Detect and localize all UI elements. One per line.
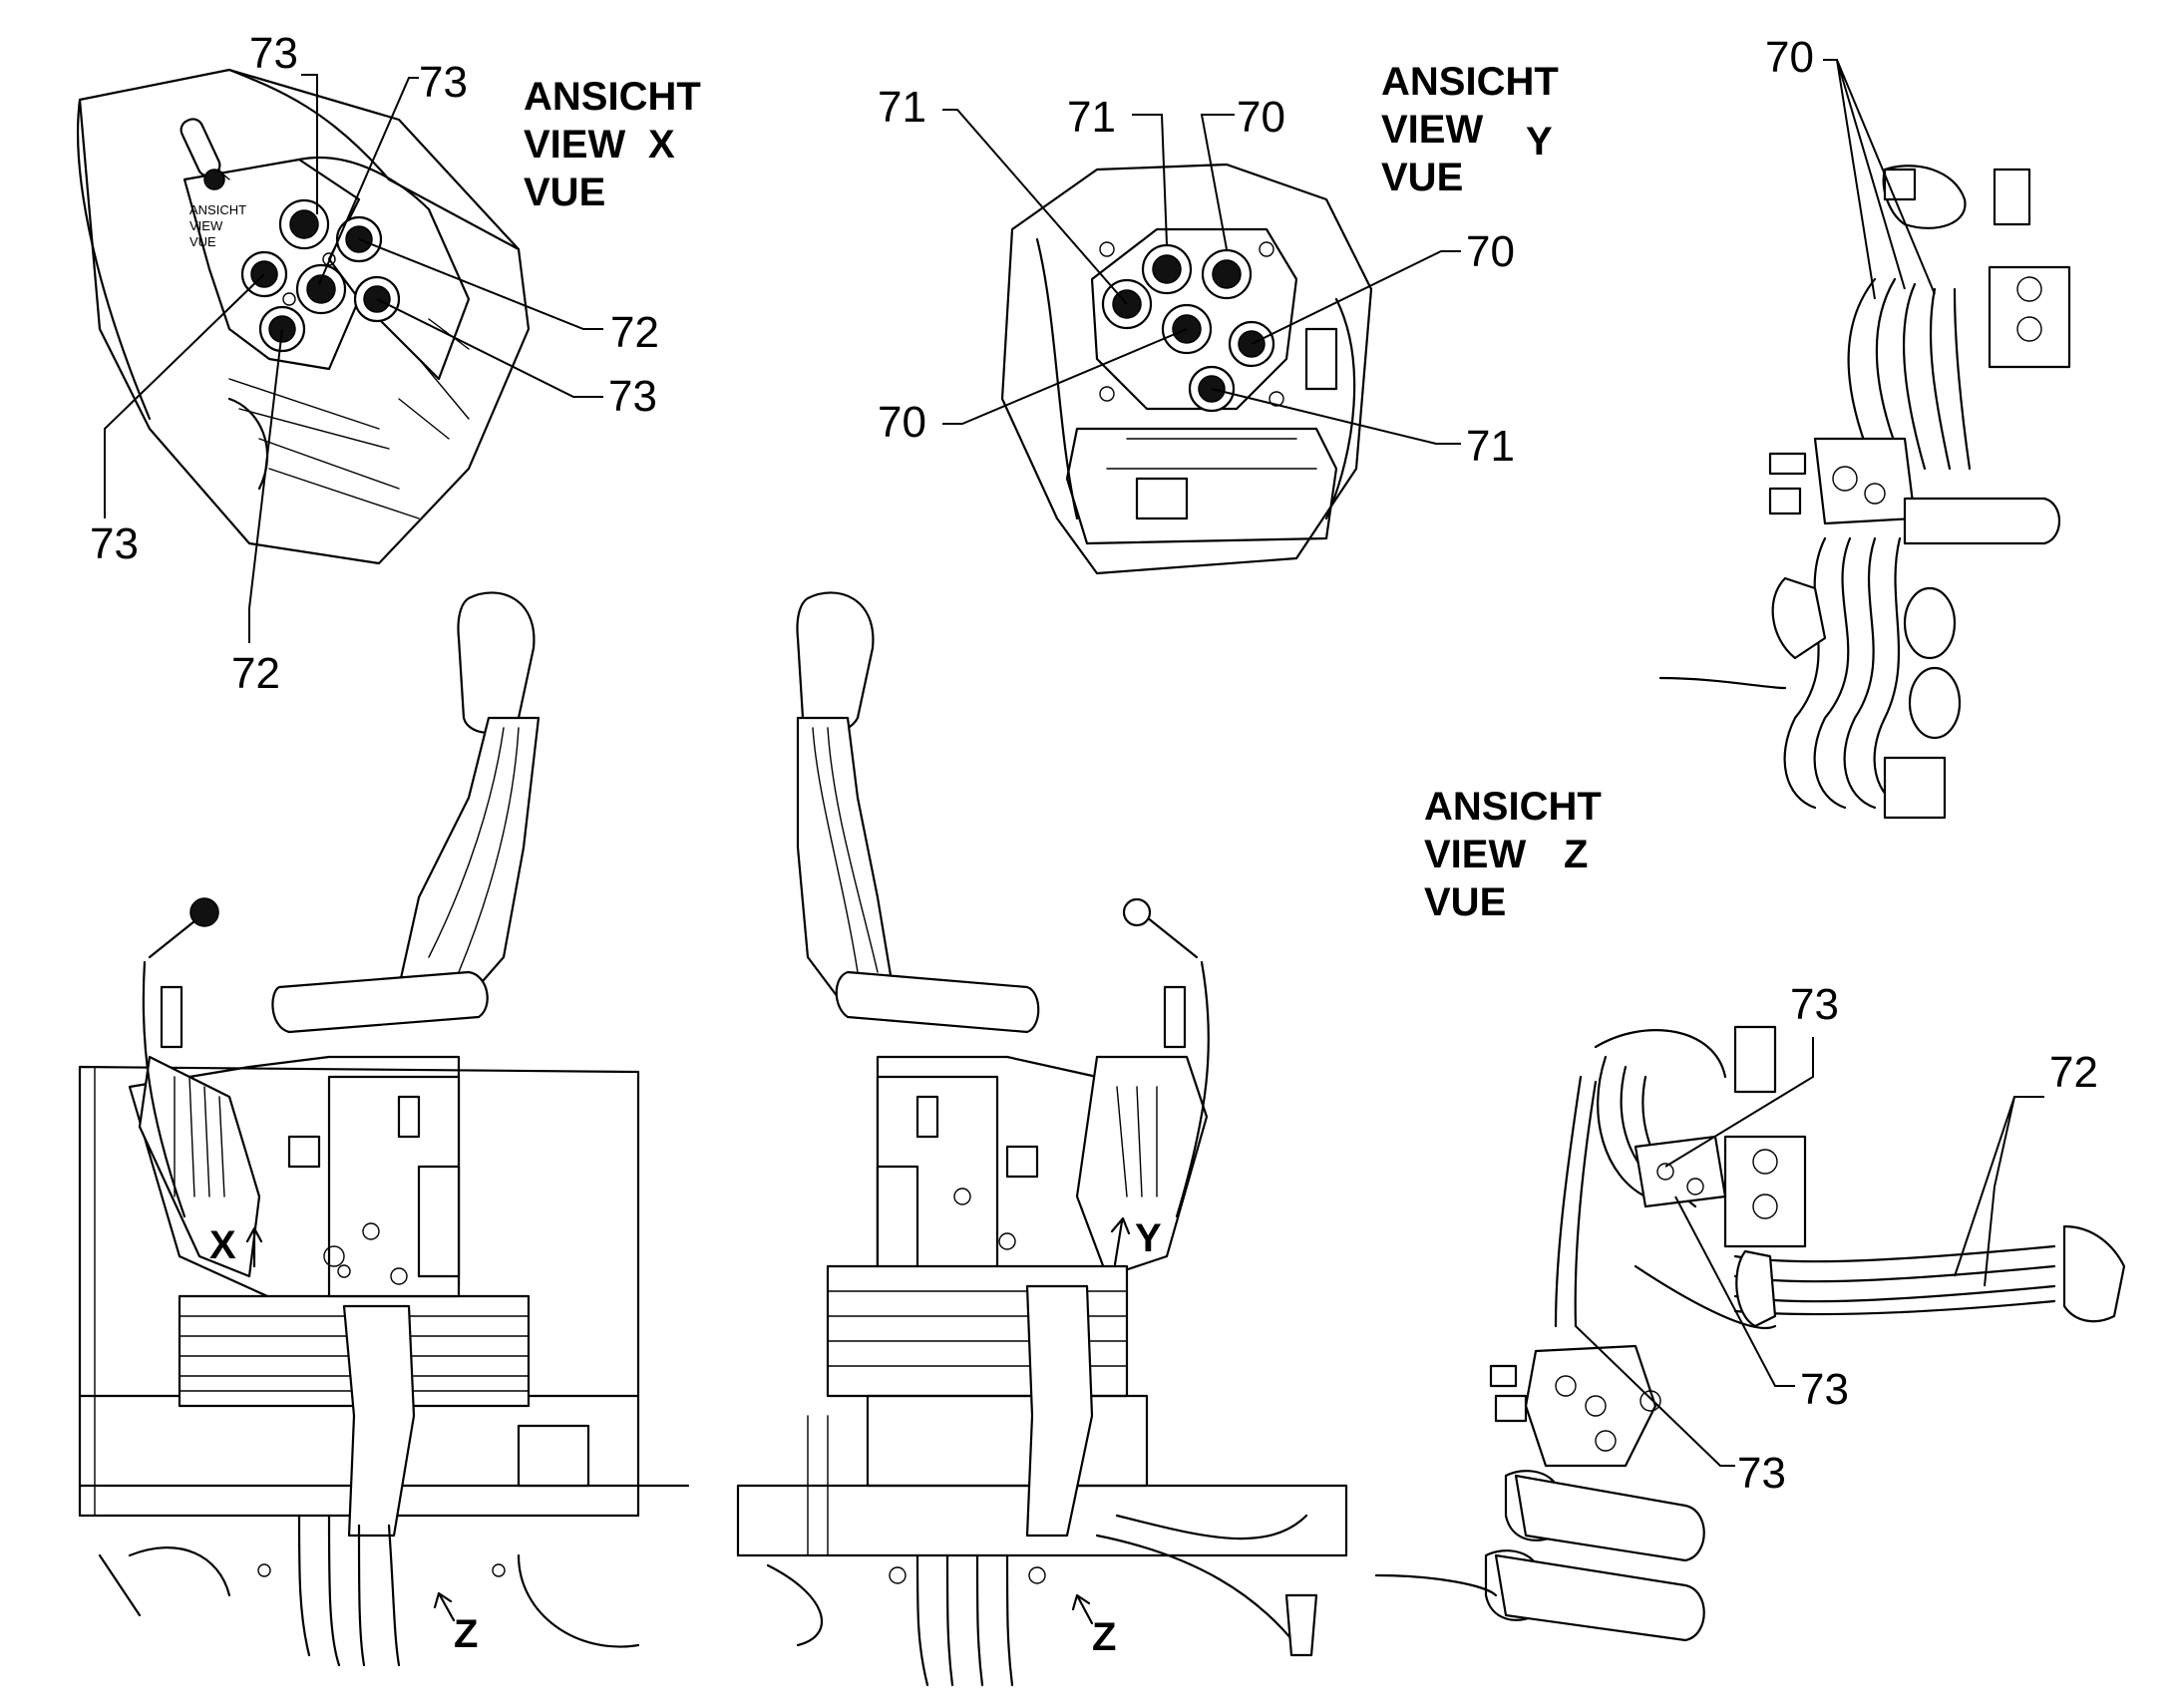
callout-70-a: 70 — [1237, 93, 1285, 142]
callout-73-d: 73 — [90, 519, 139, 568]
view-z-title-letter: Z — [1564, 833, 1588, 876]
view-marker-z-right: Z — [1092, 1615, 1116, 1659]
view-y-title-line3: VUE — [1381, 156, 1463, 199]
callout-71-a: 71 — [878, 83, 926, 132]
view-marker-x: X — [209, 1223, 236, 1267]
callout-73-z-b: 73 — [1800, 1365, 1849, 1414]
view-x-callouts: 73 73 ANSICHT VIEW X VUE 72 73 73 72 — [90, 29, 701, 698]
view-x-title-line3: VUE — [524, 171, 605, 214]
seat-right — [736, 591, 1348, 1687]
callout-73-z-c: 73 — [1737, 1449, 1786, 1498]
callout-73-c: 73 — [608, 372, 657, 421]
inset-text-ansicht: ANSICHT — [189, 202, 246, 217]
view-z-title-line2: VIEW — [1424, 833, 1526, 876]
view-x-title-letter: X — [648, 123, 675, 167]
valve-assembly-top-right — [1658, 165, 2071, 820]
view-x-title-line1: ANSICHT — [524, 75, 701, 119]
callout-71-c: 71 — [1466, 422, 1515, 471]
callout-73-b: 73 — [419, 58, 468, 107]
view-y-title-letter: Y — [1526, 120, 1553, 164]
view-x-detail: ANSICHT VIEW VUE — [77, 68, 531, 565]
callout-72-z: 72 — [2049, 1048, 2098, 1097]
callout-71-b: 71 — [1067, 93, 1116, 142]
inset-text-vue: VUE — [189, 234, 216, 249]
view-y-title-line2: VIEW — [1381, 108, 1483, 152]
callout-73-a: 73 — [249, 29, 298, 78]
callout-70-c: 70 — [878, 398, 926, 447]
callout-72-b: 72 — [231, 649, 280, 698]
view-y-callouts: 71 71 70 ANSICHT VIEW Y VUE 70 70 71 — [878, 60, 1559, 471]
view-y-detail — [1000, 163, 1373, 575]
view-z-title-line3: VUE — [1424, 880, 1506, 924]
view-z-detail — [1374, 1025, 2126, 1642]
seat-left — [78, 591, 690, 1667]
view-marker-y: Y — [1135, 1216, 1162, 1260]
callout-70-b: 70 — [1466, 227, 1515, 276]
callout-70-d: 70 — [1765, 33, 1814, 82]
callout-73-z-a: 73 — [1790, 980, 1839, 1029]
view-z-title-line1: ANSICHT — [1424, 785, 1602, 829]
callout-72-a: 72 — [610, 308, 659, 357]
view-marker-z-left: Z — [454, 1612, 478, 1656]
view-x-title-line2: VIEW — [524, 123, 625, 167]
view-y-title-line1: ANSICHT — [1381, 60, 1559, 104]
inset-text-view: VIEW — [189, 218, 223, 233]
